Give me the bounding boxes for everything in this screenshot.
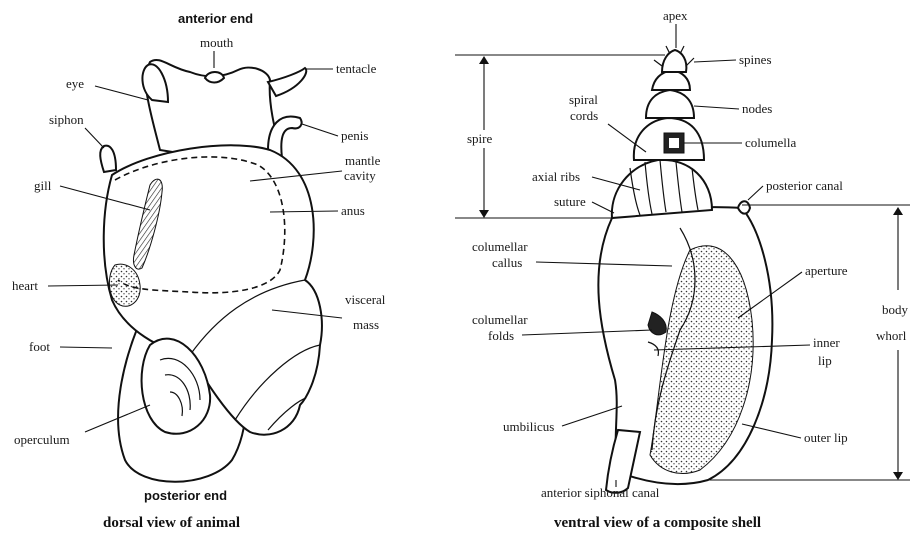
penis-label: penis — [341, 128, 368, 143]
spire-label: spire — [467, 131, 493, 146]
suture-label: suture — [554, 194, 586, 209]
inner-lip-label-line2: lip — [818, 353, 832, 368]
spire-whorl-3 — [646, 90, 694, 118]
anus-label: anus — [341, 203, 365, 218]
body-whorl-label-line1: body — [882, 302, 909, 317]
mouth-shape — [205, 72, 224, 83]
nodes-label: nodes — [742, 101, 772, 116]
gill-label: gill — [34, 178, 52, 193]
anterior-end-title: anterior end — [178, 11, 253, 26]
axial-ribs-label: axial ribs — [532, 169, 580, 184]
left-caption: dorsal view of animal — [103, 515, 240, 531]
columellar-callus-label-line1: columellar — [472, 239, 528, 254]
apex-label: apex — [663, 8, 688, 23]
right-caption: ventral view of a composite shell — [554, 515, 761, 531]
mantle-label-line1: mantle — [345, 153, 381, 168]
mantle-label-line2: cavity — [344, 168, 376, 183]
aperture-label: aperture — [805, 263, 848, 278]
outer-lip-label: outer lip — [804, 430, 848, 445]
spiral-label-line1: spiral — [569, 92, 598, 107]
posterior-canal-shape — [738, 201, 750, 213]
posterior-end-title: posterior end — [144, 488, 227, 503]
tentacle-label: tentacle — [336, 61, 377, 76]
siphon-label: siphon — [49, 112, 84, 127]
mouth-label: mouth — [200, 35, 234, 50]
columellar-callus-label-line2: callus — [492, 255, 522, 270]
visceral-label-line2: mass — [353, 317, 379, 332]
operculum-label: operculum — [14, 432, 70, 447]
body-whorl-label-line2: whorl — [876, 328, 907, 343]
visceral-label-line1: visceral — [345, 292, 386, 307]
anterior-siphonal-canal-label: anterior siphonal canal — [541, 485, 660, 500]
eye-label: eye — [66, 76, 84, 91]
foot-label: foot — [29, 339, 50, 354]
columellar-folds-label-line2: folds — [488, 328, 514, 343]
animal-drawing — [100, 60, 322, 482]
siphon-shape — [100, 146, 116, 172]
right-tentacle-shape — [268, 68, 306, 96]
columellar-folds-label-line1: columellar — [472, 312, 528, 327]
inner-lip-label-line1: inner — [813, 335, 840, 350]
posterior-canal-label: posterior canal — [766, 178, 843, 193]
apex-shape — [662, 50, 686, 72]
umbilicus-label: umbilicus — [503, 419, 554, 434]
spiral-label-line2: cords — [570, 108, 598, 123]
spines-label: spines — [739, 52, 772, 67]
heart-label: heart — [12, 278, 38, 293]
columella-label: columella — [745, 135, 796, 150]
spire-whorl-1 — [612, 160, 712, 218]
